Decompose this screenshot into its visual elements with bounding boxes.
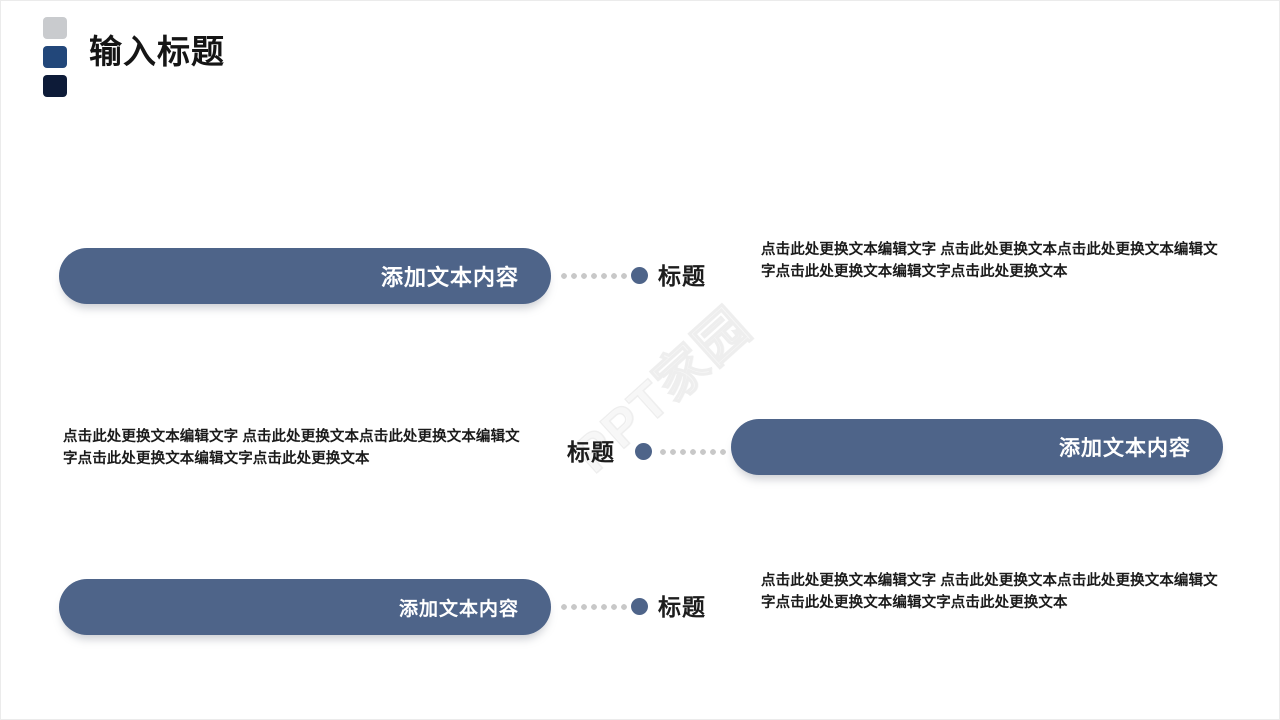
dotted-connector [559, 604, 629, 610]
node-dot-icon [631, 267, 648, 284]
node-label: 标题 [567, 439, 615, 465]
body-paragraph: 点击此处更换文本编辑文字 点击此处更换文本点击此处更换文本编辑文字点击此处更换文… [761, 573, 1218, 612]
dotted-connector [559, 273, 629, 279]
node-label: 标题 [658, 594, 706, 620]
content-row: 添加文本内容 标题 点击此处更换文本编辑文字 点击此处更换文本点击此处更换文本编… [1, 242, 1279, 313]
pill-button[interactable]: 添加文本内容 [59, 248, 551, 304]
content-row: 添加文本内容 标题 点击此处更换文本编辑文字 点击此处更换文本点击此处更换文本编… [1, 573, 1279, 644]
pill-button[interactable]: 添加文本内容 [59, 579, 551, 635]
pill-label: 添加文本内容 [398, 598, 519, 620]
pill-button[interactable]: 添加文本内容 [731, 419, 1223, 475]
dotted-connector [658, 449, 728, 455]
logo-mark [43, 17, 67, 97]
node-dot-icon [635, 443, 652, 460]
logo-square-gray [43, 17, 67, 39]
content-row: 点击此处更换文本编辑文字 点击此处更换文本点击此处更换文本编辑文字点击此处更换文… [1, 414, 1279, 484]
logo-square-blue [43, 46, 67, 68]
node-dot-icon [631, 598, 648, 615]
body-paragraph: 点击此处更换文本编辑文字 点击此处更换文本点击此处更换文本编辑文字点击此处更换文… [63, 429, 520, 468]
logo-square-navy [43, 75, 67, 97]
pill-label: 添加文本内容 [1059, 437, 1191, 460]
page-title: 输入标题 [89, 33, 225, 70]
node-label: 标题 [658, 263, 706, 289]
body-paragraph: 点击此处更换文本编辑文字 点击此处更换文本点击此处更换文本编辑文字点击此处更换文… [761, 242, 1218, 281]
pill-label: 添加文本内容 [380, 265, 519, 290]
